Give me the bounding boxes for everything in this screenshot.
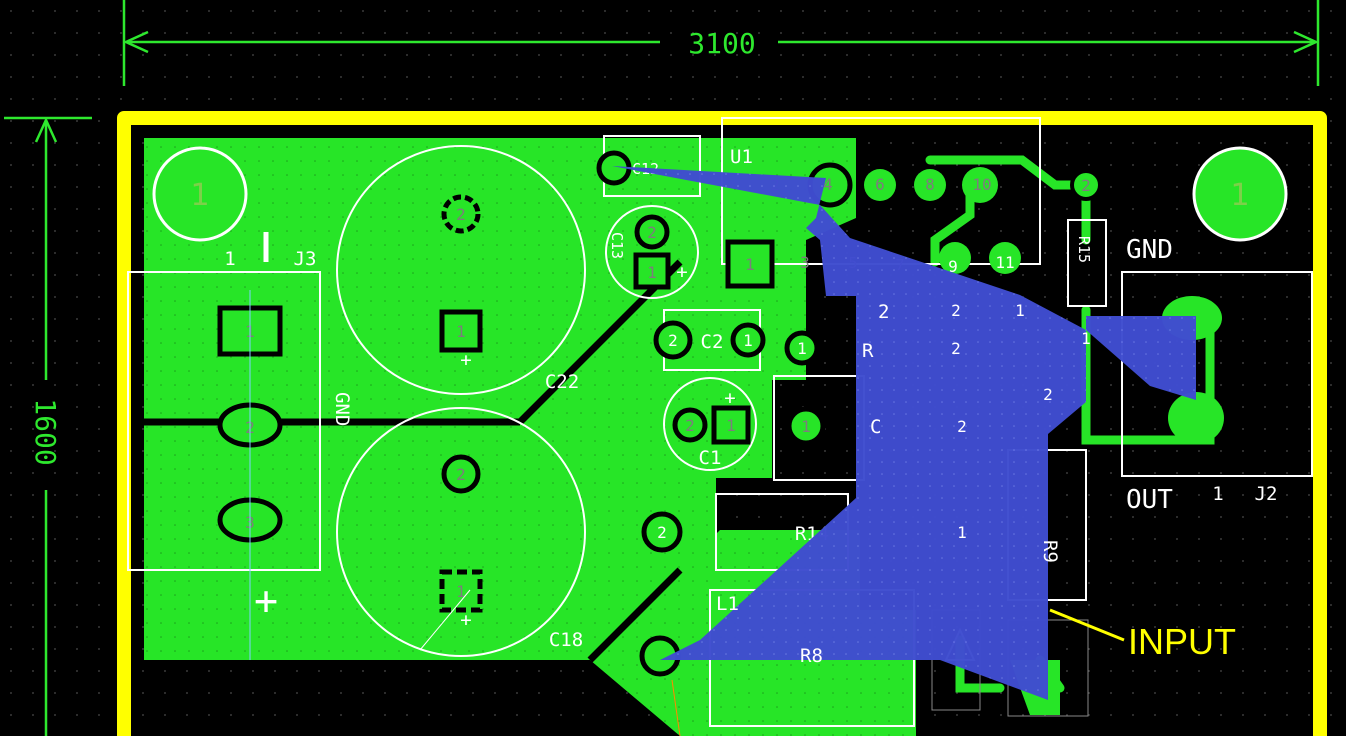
j3-plus-label: + [254,578,278,624]
c2-designator: C2 [701,331,724,353]
c13-designator: C13 [608,232,626,259]
height-dimension-label: 1600 [29,398,62,465]
svg-text:2: 2 [657,523,667,542]
c2-pad-2: 2 [668,331,678,350]
u1-pad-1: 1 [745,255,755,274]
svg-text:2: 2 [957,417,967,436]
height-dimension [4,116,92,736]
c1-plus-label: + [724,387,735,409]
u1-designator: U1 [730,146,753,168]
svg-text:1: 1 [801,417,811,436]
capacitor-c1: 2 1 [663,377,757,471]
u1-pad-4: 4 [823,175,833,194]
width-dimension-label: 3100 [688,27,755,60]
gnd-label: GND [1126,235,1173,265]
c18-designator: C18 [549,629,583,651]
c2-pad-1: 1 [743,331,753,350]
j3-designator: J3 [294,248,317,270]
capacitor-c2: 2 1 [653,309,766,371]
j3-gnd-label: GND [331,392,353,426]
input-callout-line [1049,608,1125,642]
out-label: OUT [1126,485,1173,515]
overlay-r-label: R [862,340,874,362]
j3-pin1-label: 1 [224,248,235,270]
svg-text:+: + [460,349,471,371]
svg-text:1: 1 [957,523,967,542]
svg-text:1: 1 [797,339,807,358]
j2-pin1-label: 1 [1212,483,1223,505]
c13-pad-1: 1 [647,263,657,282]
capacitor-c22: 2 1 + [336,145,586,395]
c22-pad-1: 1 [456,322,466,341]
misc-pads: 1 1 [773,330,865,481]
width-dimension [122,0,1320,86]
overlay-pad-2: 2 [878,301,889,323]
c18-pad-1: 1 [456,582,466,601]
svg-text:2: 2 [951,301,961,320]
u1-pad-10: 10 [972,175,991,194]
svg-text:1: 1 [190,178,209,213]
svg-text:1: 1 [1230,178,1249,213]
selection-overlay [612,166,1196,700]
u1-pad-9: 9 [948,257,958,276]
u1-pad-3: 3 [800,253,810,272]
l1-designator: L1 [716,593,739,615]
mount-hole-left: 1 [152,146,248,242]
u1-pad-6: 6 [875,175,885,194]
input-label: INPUT [1128,621,1236,662]
resistor-r15: 2 [1067,169,1107,307]
j2-designator: J2 [1255,483,1278,505]
overlay-c-label: C [870,416,881,438]
c1-pad-1: 1 [726,416,736,435]
c22-pad-2: 2 [456,205,466,224]
r9-designator: R9 [1039,540,1061,563]
capacitor-c18: 2 1 + [336,407,586,657]
c1-pad-2: 2 [685,416,695,435]
c1-designator: C1 [699,447,722,469]
svg-text:2: 2 [951,339,961,358]
svg-text:+: + [460,609,471,631]
u1-pad-8: 8 [925,175,935,194]
c18-pad-2: 2 [456,465,466,484]
r15-designator: R15 [1075,236,1093,263]
svg-text:2: 2 [1043,385,1053,404]
connector-j3: 1 2 3 [127,232,321,660]
svg-text:1: 1 [1081,329,1091,348]
u1-pad-11: 11 [995,253,1014,272]
svg-text:+: + [676,261,687,283]
svg-text:1: 1 [1015,301,1025,320]
c22-designator: C22 [545,371,579,393]
r15-pad-2: 2 [1081,176,1091,195]
c13-pad-2: 2 [647,223,657,242]
mount-hole-right: 1 [1192,146,1288,242]
r8-designator: R8 [800,645,823,667]
capacitor-c13: 2 1 + [605,205,699,299]
